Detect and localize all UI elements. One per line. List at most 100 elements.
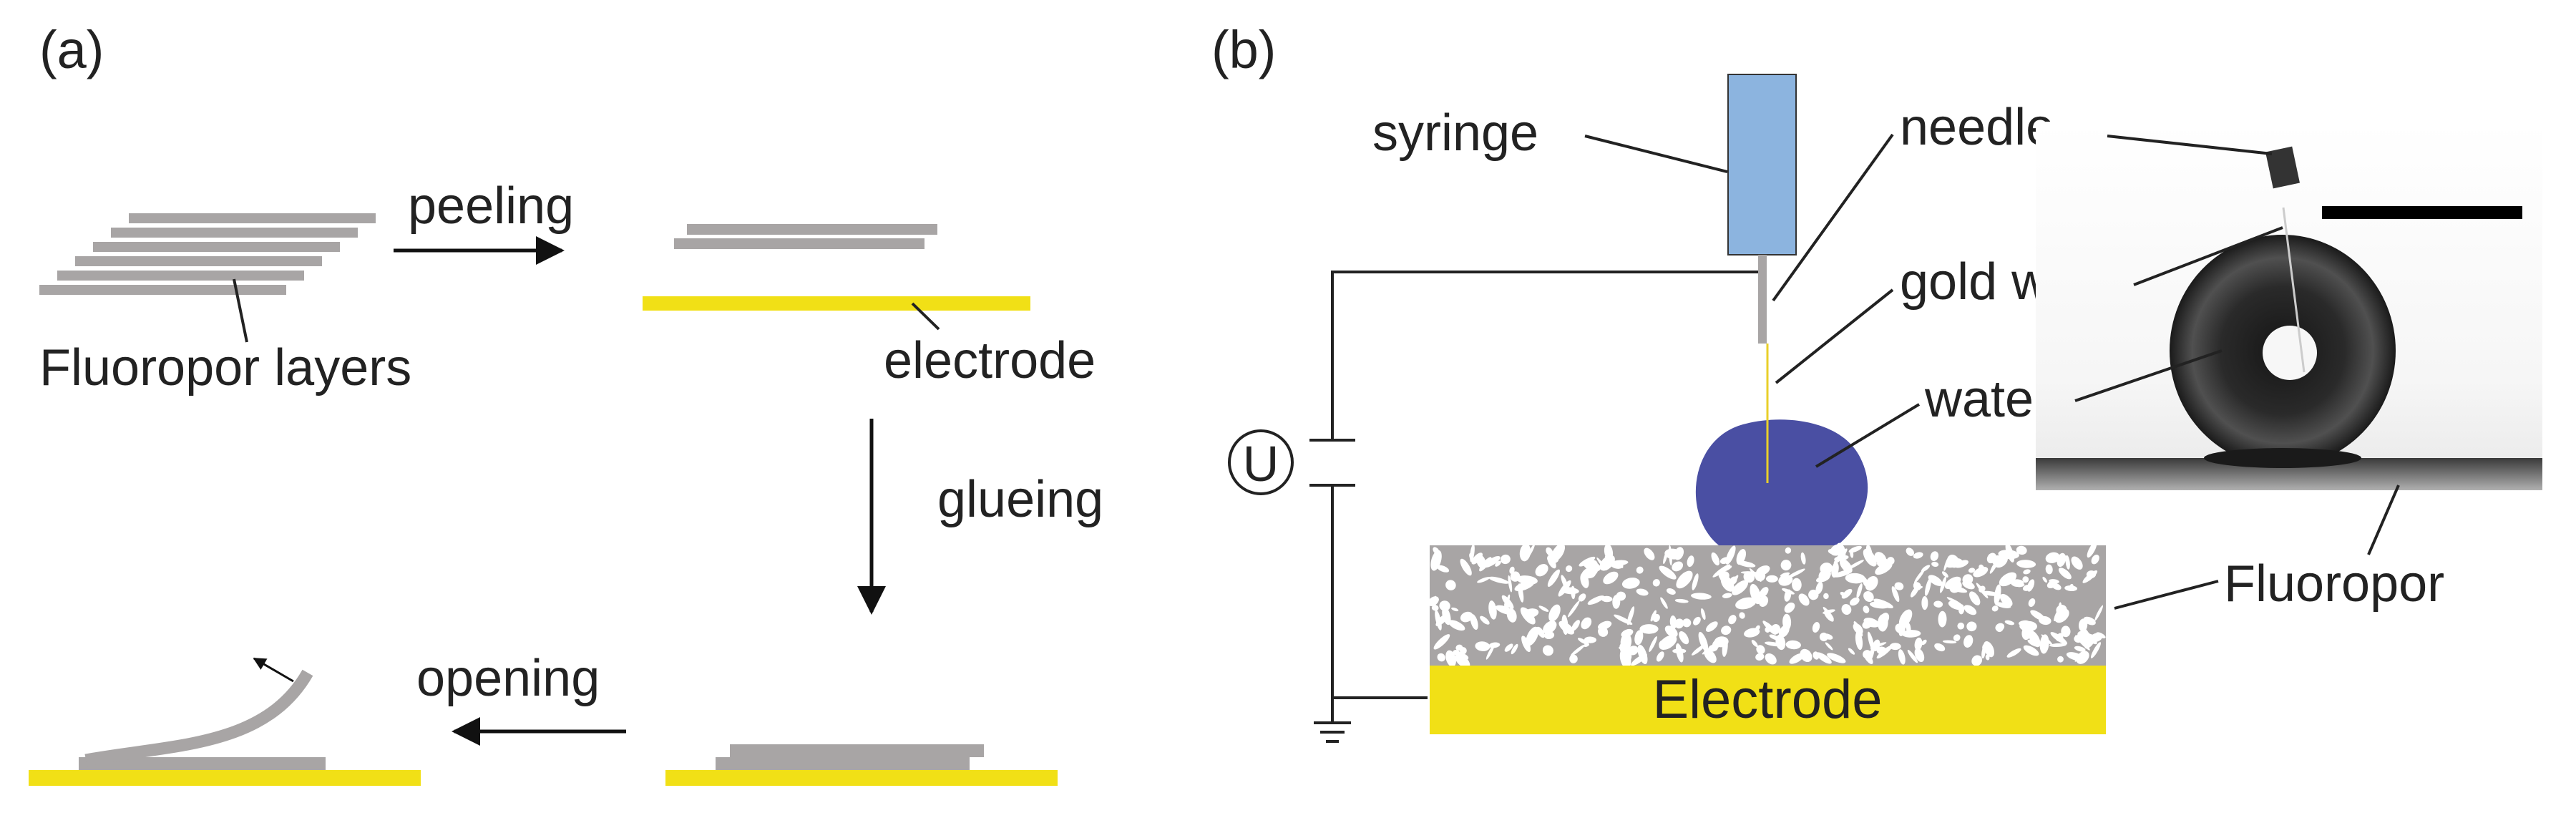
pore bbox=[1460, 611, 1473, 623]
pore bbox=[1480, 615, 1490, 625]
pore bbox=[1674, 598, 1689, 603]
water-label: water bbox=[1924, 371, 2051, 428]
pore bbox=[1815, 582, 1823, 595]
pore bbox=[1682, 618, 1692, 628]
circuit-wires bbox=[1309, 271, 1758, 743]
pore bbox=[1736, 549, 1747, 565]
pore bbox=[1439, 600, 1450, 611]
pore bbox=[1475, 641, 1491, 651]
fluoropor-label: Fluoropor bbox=[2224, 555, 2444, 613]
pore bbox=[2049, 579, 2059, 584]
pore bbox=[2058, 568, 2072, 580]
peeling-label: peeling bbox=[408, 177, 574, 235]
pore bbox=[2011, 579, 2024, 588]
pore bbox=[1853, 623, 1863, 635]
pore bbox=[1587, 595, 1605, 605]
pore bbox=[1928, 575, 1943, 586]
voltage-source-symbol bbox=[1228, 429, 1294, 495]
pore bbox=[1874, 552, 1887, 565]
pore bbox=[1798, 593, 1810, 606]
pore bbox=[1782, 588, 1795, 595]
pore bbox=[1946, 597, 1963, 606]
panel-b: (b) syringe U needle gold wire water bbox=[1211, 20, 2542, 743]
pore bbox=[1991, 605, 1999, 612]
photo-water-leader bbox=[2074, 349, 2223, 402]
pore bbox=[1504, 643, 1513, 652]
pore bbox=[1792, 578, 1802, 592]
pore bbox=[1511, 643, 1518, 655]
pore bbox=[1672, 561, 1684, 572]
needle-shaft bbox=[1758, 255, 1767, 344]
pore bbox=[1823, 593, 1829, 600]
pore bbox=[2082, 570, 2098, 583]
pore bbox=[1787, 568, 1805, 578]
pore bbox=[1455, 644, 1463, 651]
pore bbox=[2069, 583, 2074, 590]
pore bbox=[1561, 575, 1569, 592]
pore bbox=[1910, 585, 1919, 598]
pore bbox=[1841, 588, 1853, 599]
pore bbox=[1947, 555, 1960, 568]
electrode-base bbox=[1430, 666, 2106, 734]
pore bbox=[1785, 547, 1792, 554]
pore bbox=[1510, 571, 1521, 582]
pore bbox=[1968, 568, 1976, 573]
pore bbox=[2023, 645, 2039, 656]
syringe-body bbox=[1727, 74, 1797, 255]
pore bbox=[1848, 648, 1855, 655]
contact-angle-photo bbox=[2036, 122, 2542, 490]
pore bbox=[1565, 565, 1573, 573]
pore bbox=[1986, 552, 1996, 564]
pore bbox=[1823, 633, 1833, 640]
pore bbox=[1601, 595, 1613, 603]
pore bbox=[1800, 552, 1806, 565]
pore bbox=[1863, 618, 1880, 628]
pore bbox=[1705, 621, 1718, 632]
opening-label: opening bbox=[416, 650, 600, 707]
pore bbox=[2094, 605, 2104, 621]
pore bbox=[1743, 571, 1755, 583]
pore bbox=[1841, 603, 1852, 615]
panel-b-label: (b) bbox=[1211, 20, 1276, 79]
pore bbox=[1718, 573, 1726, 580]
pore bbox=[1702, 644, 1717, 655]
electrode-label: electrode bbox=[884, 332, 1096, 389]
panel-a-label: (a) bbox=[39, 20, 104, 79]
pore bbox=[1437, 653, 1445, 662]
pore bbox=[1958, 604, 1965, 615]
pore bbox=[1659, 635, 1677, 650]
pore bbox=[1538, 605, 1549, 612]
pore bbox=[1750, 583, 1761, 605]
pore bbox=[1495, 560, 1501, 567]
pore bbox=[2045, 564, 2053, 575]
pore bbox=[1938, 610, 1947, 628]
fluoropor-layers-leader bbox=[233, 278, 248, 343]
pore bbox=[1693, 616, 1701, 625]
pore bbox=[1520, 607, 1536, 625]
pore bbox=[1451, 607, 1459, 612]
pore bbox=[1516, 575, 1538, 585]
pore bbox=[2004, 620, 2015, 625]
pore bbox=[2042, 576, 2047, 583]
pore bbox=[1666, 588, 1676, 595]
pore bbox=[1483, 556, 1501, 568]
pore bbox=[1751, 640, 1758, 647]
syringe-leader bbox=[1584, 135, 1728, 173]
pore bbox=[1687, 555, 1694, 568]
pore bbox=[1913, 552, 1923, 559]
fluoropor-leader-photo bbox=[2367, 485, 2400, 555]
pore bbox=[1505, 594, 1511, 609]
pore bbox=[1755, 625, 1760, 631]
needle-tip-photo bbox=[2265, 146, 2300, 189]
pore bbox=[1855, 631, 1863, 651]
pore bbox=[1674, 618, 1684, 629]
pore bbox=[1660, 597, 1668, 609]
pore bbox=[1982, 643, 1990, 652]
pore bbox=[1644, 547, 1655, 560]
pore bbox=[1650, 610, 1657, 622]
pore bbox=[1732, 580, 1749, 595]
pore bbox=[1755, 653, 1765, 661]
pore bbox=[1994, 602, 2011, 608]
electrode-base-label: Electrode bbox=[1652, 669, 1882, 730]
pore bbox=[1921, 595, 1928, 610]
